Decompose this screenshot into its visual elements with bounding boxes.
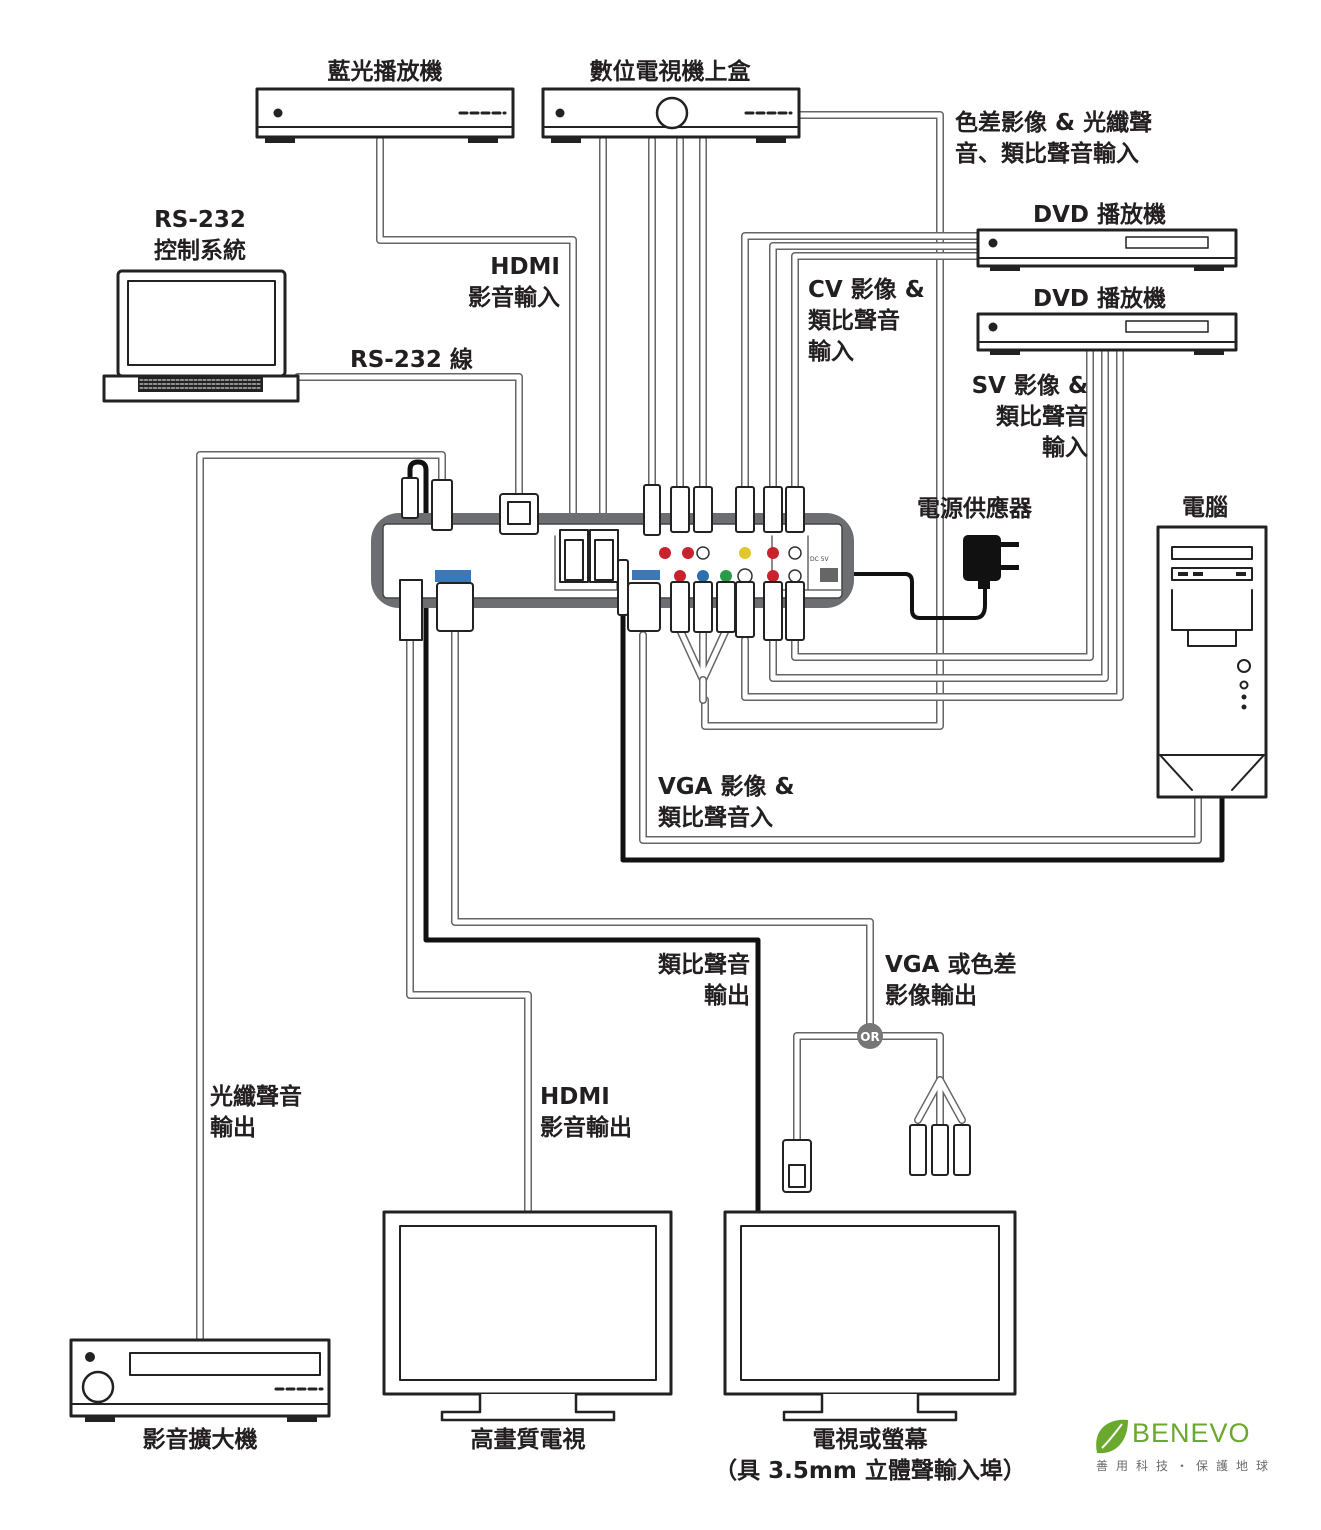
hdmi-out-label: HDMI 影音輸出 (540, 1084, 632, 1141)
sv-in-label: SV 影像 & 類比聲音 輸入 (971, 373, 1088, 461)
rs232-cable-label: RS-232 線 (350, 347, 473, 373)
or-label: OR (860, 1030, 879, 1044)
vga-out-label: VGA 或色差 影像輸出 (885, 952, 1017, 1009)
plugs-bottom (399, 559, 805, 641)
brand-name: BENEVO (1132, 1418, 1251, 1448)
power-label: 電源供應器 (917, 496, 1032, 522)
audio-out-label: 類比聲音 輸出 (658, 952, 750, 1009)
power-adapter (963, 535, 1019, 589)
tv-monitor (723, 1210, 1017, 1422)
leaf-logo-icon (1096, 1419, 1128, 1454)
svg-text:DC 5V: DC 5V (810, 556, 830, 563)
brand-tagline: 善用科技・保護地球 (1096, 1459, 1277, 1473)
dvd1-label: DVD 播放機 (1033, 202, 1166, 228)
plugs-top (401, 477, 805, 583)
hdtv (382, 1210, 673, 1422)
cables (196, 111, 1225, 1344)
settop-label: 數位電視機上盒 (589, 59, 751, 85)
bluray-player (255, 87, 515, 143)
dvd2-label: DVD 播放機 (1033, 286, 1166, 312)
dvd-player-2 (976, 312, 1238, 355)
pc-label: 電腦 (1182, 495, 1228, 521)
component-in-label: 色差影像 & 光纖聲 音、類比聲音輸入 (955, 110, 1153, 167)
pc-tower (1156, 525, 1268, 799)
vga-in-label: VGA 影像 & 類比聲音入 (658, 774, 795, 831)
brand-logo: BENEVO 善用科技・保護地球 (1088, 1412, 1288, 1482)
hdtv-label: 高畫質電視 (470, 1427, 586, 1453)
av-receiver (69, 1338, 331, 1422)
or-badge: OR (857, 1023, 883, 1049)
settop-box (541, 87, 801, 143)
bluray-label: 藍光播放機 (327, 59, 443, 85)
laptop (102, 269, 300, 403)
dvd-player-1 (976, 228, 1238, 271)
optical-out-label: 光纖聲音 輸出 (210, 1084, 302, 1141)
cv-in-label: CV 影像 & 類比聲音 輸入 (808, 277, 925, 365)
hdmi-in-label: HDMI 影音輸入 (468, 254, 560, 311)
amp-label: 影音擴大機 (142, 1427, 258, 1453)
monitor-input-plugs (782, 1124, 971, 1193)
rs232-system-label: RS-232 控制系統 (154, 207, 246, 264)
monitor-label: 電視或螢幕 （具 3.5mm 立體聲輸入埠） (714, 1427, 1026, 1484)
